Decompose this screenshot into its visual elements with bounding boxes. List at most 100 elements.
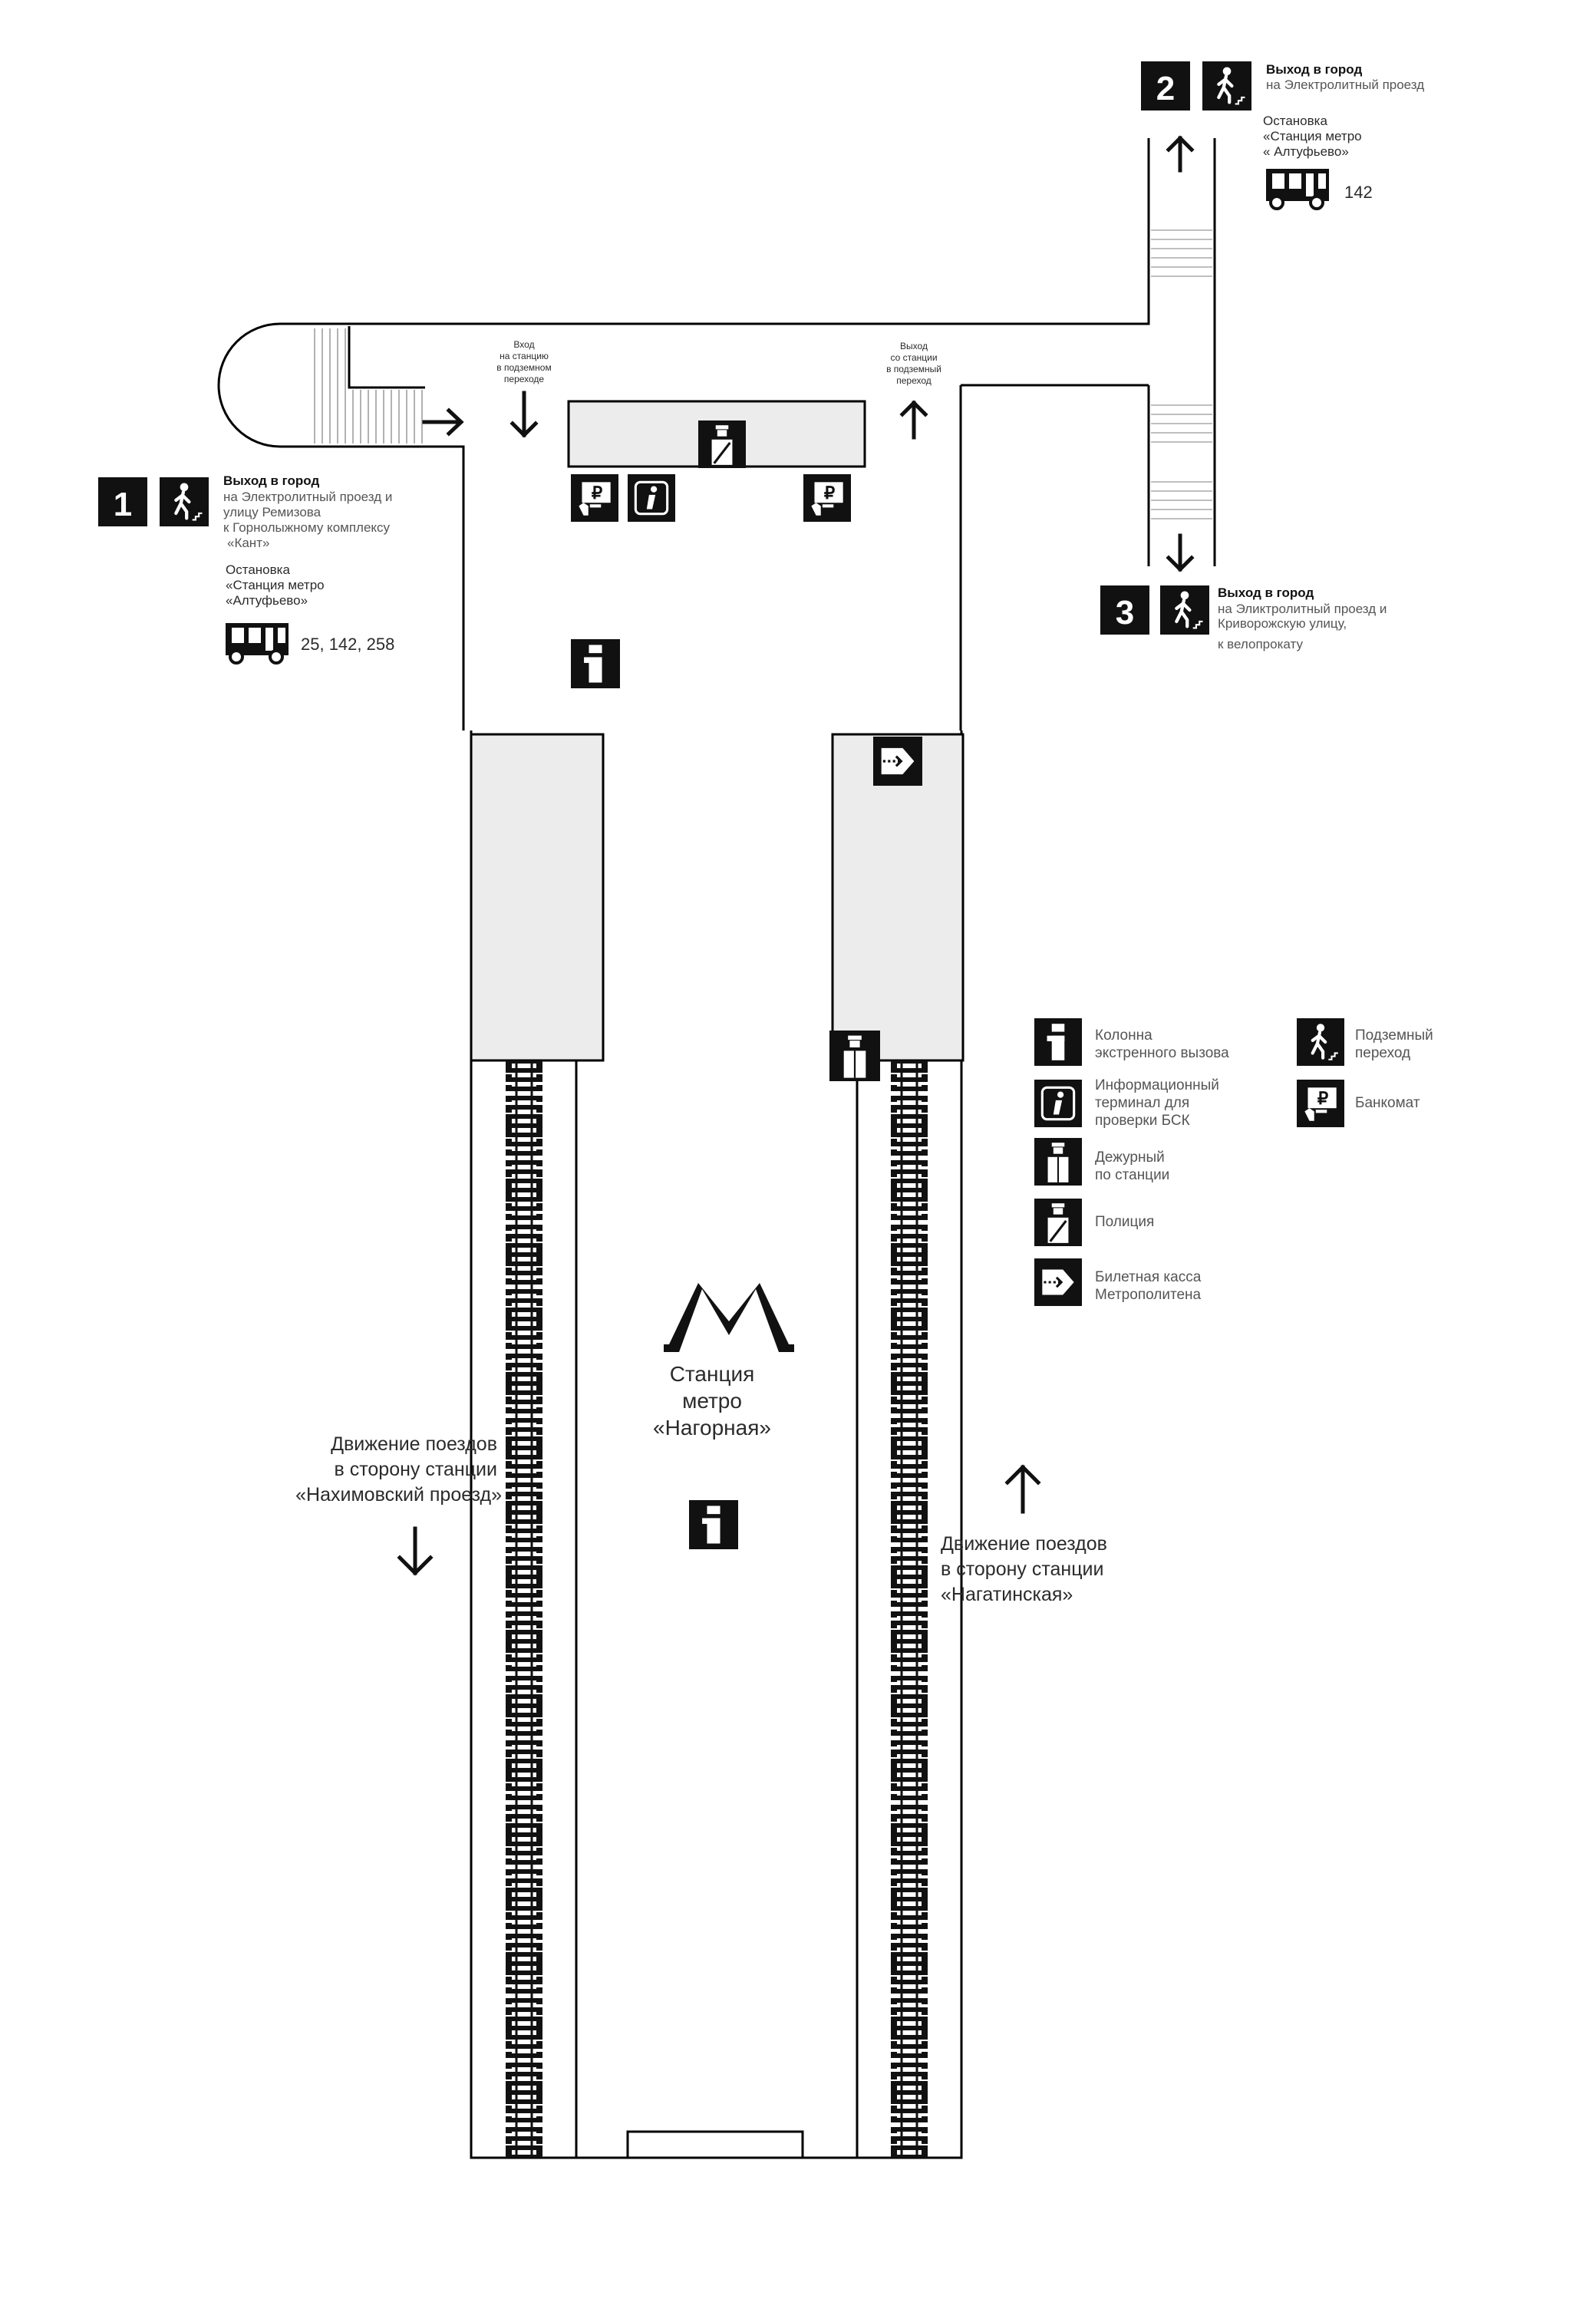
svg-text:Криворожскую улицу,: Криворожскую улицу,	[1218, 616, 1347, 631]
legend-item: Колонна экстренного вызова	[1034, 1018, 1229, 1066]
legend-item: Подземный переход	[1297, 1018, 1433, 1066]
rotunda-stairs	[226, 326, 425, 445]
arrow-up-icon	[1166, 135, 1195, 173]
info-terminal-icon	[1034, 1080, 1082, 1127]
exit-number: 2	[1156, 70, 1175, 107]
arrow-right-icon	[422, 407, 464, 437]
svg-text:Выход: Выход	[900, 341, 928, 351]
svg-text:к Горнолыжному комплексу: к Горнолыжному комплексу	[223, 520, 391, 535]
ticket-office-icon	[1034, 1258, 1082, 1306]
svg-text:на станцию: на станцию	[500, 351, 549, 361]
pedestrian-stairs-icon	[160, 477, 209, 526]
exit-2: 2 Выход в город на Электролитный проезд …	[1141, 61, 1424, 210]
svg-text:«Кант»: «Кант»	[227, 536, 269, 550]
atm-icon	[803, 474, 851, 522]
station-attendant-icon	[829, 1031, 880, 1081]
svg-text:в подземном: в подземном	[496, 362, 551, 373]
emergency-call-icon	[689, 1500, 738, 1549]
legend-item: Билетная касса Метрополитена	[1034, 1258, 1202, 1306]
svg-text:на Электролитный проезд и: на Электролитный проезд и	[223, 490, 392, 504]
svg-text:улицу Ремизова: улицу Ремизова	[223, 505, 322, 519]
svg-text:Банкомат: Банкомат	[1355, 1095, 1420, 1111]
arrow-up-icon	[899, 400, 928, 440]
svg-text:переход: переход	[1355, 1045, 1410, 1061]
arrow-up-icon	[1004, 1464, 1041, 1514]
bus-routes: 142	[1344, 183, 1373, 202]
pedestrian-stairs-icon	[1160, 585, 1209, 635]
station-name-line-2: метро	[682, 1389, 742, 1413]
emergency-call-icon	[1034, 1018, 1082, 1066]
bus-icon	[224, 622, 290, 665]
station-outline	[217, 138, 1216, 2159]
track-left	[506, 1060, 542, 2158]
direction-right: Движение поездов в сторону станции «Нага…	[941, 1533, 1107, 1605]
police-icon	[1034, 1199, 1082, 1246]
exit-number-badge	[98, 477, 147, 526]
bus-icon	[1265, 167, 1331, 210]
exit-3: 3 Выход в город на Эликтролитный проезд …	[1100, 585, 1387, 651]
svg-text:к велопрокату: к велопрокату	[1218, 637, 1303, 651]
svg-text:экстренного вызова: экстренного вызова	[1095, 1045, 1229, 1061]
arrow-down-icon	[397, 1526, 434, 1576]
svg-text:« Алтуфьево»: « Алтуфьево»	[1263, 144, 1349, 159]
svg-text:«Станция метро: «Станция метро	[226, 578, 325, 592]
entrance-label: Вход на станцию в подземном переходе	[496, 339, 551, 384]
svg-text:проверки БСК: проверки БСК	[1095, 1113, 1190, 1129]
pedestrian-stairs-icon	[1297, 1018, 1344, 1066]
exit-title: Выход в город	[1266, 62, 1362, 77]
svg-text:Метрополитена: Метрополитена	[1095, 1287, 1201, 1303]
right-platform-end	[831, 733, 965, 1062]
exit-stairs	[1151, 229, 1212, 519]
svg-text:Информационный: Информационный	[1095, 1077, 1219, 1093]
metro-logo	[664, 1283, 794, 1352]
exit-title: Выход в город	[223, 473, 319, 488]
bus-stop-label: Остановка	[1263, 114, 1327, 128]
legend-item: Полиция	[1034, 1199, 1154, 1246]
station-name-line-1: Станция	[670, 1362, 755, 1386]
arrow-down-icon	[509, 391, 539, 438]
atm-icon	[571, 474, 618, 522]
arrow-down-icon	[1166, 533, 1195, 572]
pedestrian-stairs-icon	[1202, 61, 1251, 110]
svg-text:Движение поездов: Движение поездов	[331, 1433, 497, 1455]
svg-text:на Эликтролитный проезд и: на Эликтролитный проезд и	[1218, 602, 1387, 616]
svg-text:«Нахимовский проезд»: «Нахимовский проезд»	[295, 1484, 502, 1506]
svg-text:Движение поездов: Движение поездов	[941, 1533, 1107, 1555]
legend-item: Дежурный по станции	[1034, 1138, 1169, 1186]
police-icon	[698, 420, 746, 468]
svg-text:переходе: переходе	[504, 374, 545, 384]
svg-text:Подземный: Подземный	[1355, 1027, 1433, 1044]
svg-text:переход: переход	[896, 375, 932, 386]
svg-text:Полиция: Полиция	[1095, 1214, 1154, 1230]
svg-text:терминал для: терминал для	[1095, 1095, 1189, 1111]
exit-title: Выход в город	[1218, 585, 1314, 600]
svg-text:Дежурный: Дежурный	[1095, 1149, 1165, 1166]
emergency-call-icon	[571, 639, 620, 688]
info-terminal-icon	[628, 474, 675, 522]
track-right	[891, 1060, 928, 2158]
exit-number-badge	[1141, 61, 1190, 110]
exit-passage-label: Выход со станции в подземный переход	[886, 341, 941, 386]
svg-text:в сторону станции: в сторону станции	[941, 1558, 1104, 1580]
exit-number-badge	[1100, 585, 1149, 635]
svg-text:по станции: по станции	[1095, 1167, 1169, 1183]
svg-text:Билетная касса: Билетная касса	[1095, 1269, 1202, 1285]
svg-text:Колонна: Колонна	[1095, 1027, 1152, 1044]
svg-text:«Нагатинская»: «Нагатинская»	[941, 1584, 1073, 1605]
svg-text:в сторону станции: в сторону станции	[335, 1459, 498, 1480]
direction-left: Движение поездов в сторону станции «Нахи…	[295, 1433, 502, 1506]
arrows	[397, 135, 1195, 1576]
bus-routes: 25, 142, 258	[301, 635, 394, 654]
legend: Колонна экстренного вызова Информационны…	[1034, 1018, 1433, 1306]
svg-text:со станции: со станции	[890, 352, 937, 363]
left-platform-end	[470, 733, 605, 1062]
station-name-line-3: «Нагорная»	[653, 1416, 771, 1440]
exit-number: 1	[114, 486, 132, 523]
svg-text:«Станция метро: «Станция метро	[1263, 129, 1362, 143]
svg-text:на Электролитный проезд: на Электролитный проезд	[1266, 78, 1424, 92]
svg-text:в подземный: в подземный	[886, 364, 941, 374]
station-attendant-icon	[1034, 1138, 1082, 1186]
bus-stop-label: Остановка	[226, 562, 290, 577]
exit-number: 3	[1116, 594, 1134, 632]
